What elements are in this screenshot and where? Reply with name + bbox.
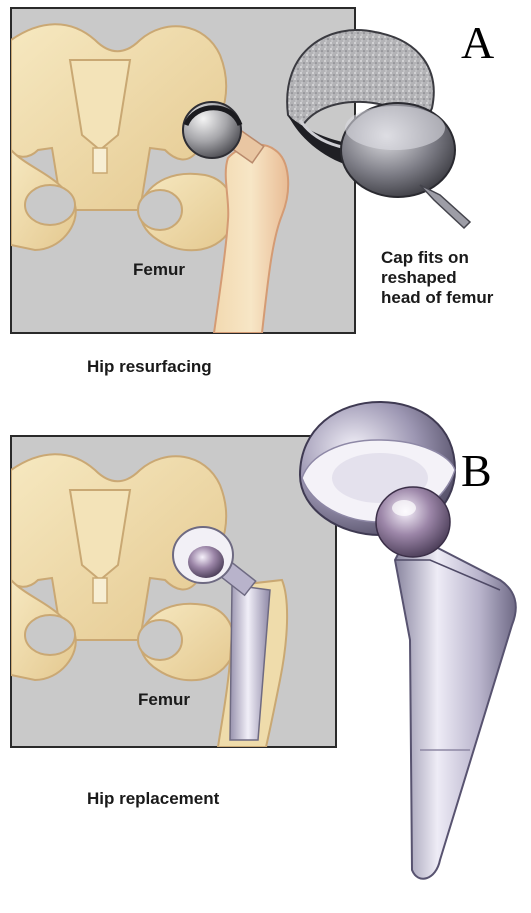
cap-callout-line-2: reshaped (381, 268, 493, 288)
femoral-head-ball-exploded (376, 487, 450, 557)
pubic-symphysis-b (93, 578, 107, 603)
caption-hip-resurfacing: Hip resurfacing (87, 357, 212, 377)
femur-label-a: Femur (133, 260, 185, 280)
obturator-hole-right-a (138, 190, 182, 230)
caption-hip-replacement: Hip replacement (87, 789, 219, 809)
resurfacing-ball-exploded (341, 103, 470, 228)
cap-callout-line-3: head of femur (381, 288, 493, 308)
pubic-symphysis-a (93, 148, 107, 173)
femoral-stem-exploded (395, 535, 516, 879)
panel-b-letter: B (461, 448, 492, 494)
implanted-ball-b (188, 546, 224, 578)
cap-callout: Cap fits on reshaped head of femur (381, 248, 493, 308)
obturator-hole-left-b (25, 615, 75, 655)
obturator-hole-right-b (138, 620, 182, 660)
panel-a-letter: A (461, 20, 494, 66)
cap-callout-line-1: Cap fits on (381, 248, 493, 268)
obturator-hole-left-a (25, 185, 75, 225)
femur-label-b: Femur (138, 690, 190, 710)
implanted-cap-a (183, 102, 241, 158)
